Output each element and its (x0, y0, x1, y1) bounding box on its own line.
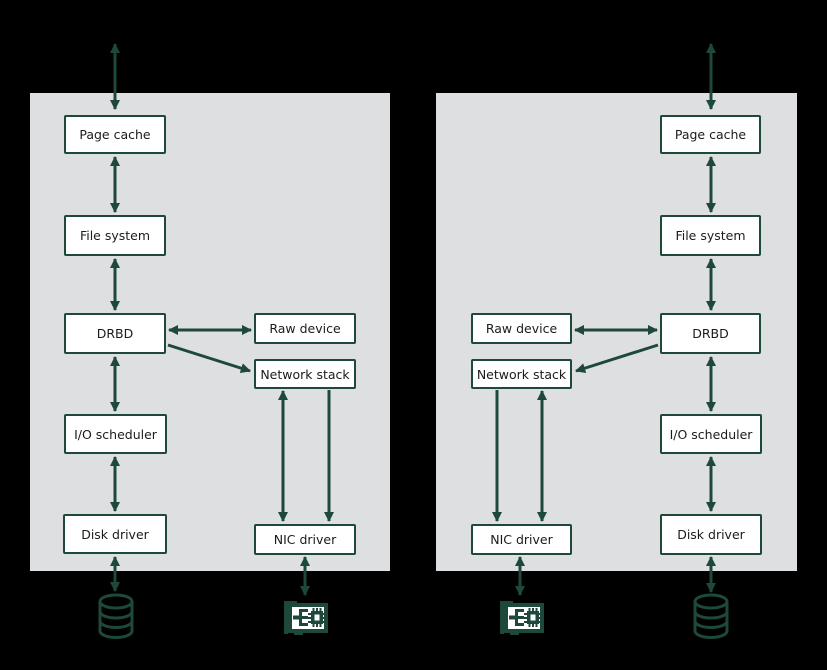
box-left-raw-device: Raw device (254, 313, 356, 344)
box-left-drbd: DRBD (64, 313, 166, 354)
database-icon (98, 593, 134, 639)
database-icon (693, 593, 729, 639)
arrow-left-drbd-networkstack (167, 343, 251, 374)
box-right-drbd: DRBD (660, 313, 761, 354)
box-left-page-cache: Page cache (64, 115, 166, 154)
box-right-io-scheduler: I/O scheduler (660, 414, 762, 454)
box-right-file-system: File system (660, 215, 761, 256)
box-left-network-stack: Network stack (254, 359, 356, 389)
box-right-nic-driver: NIC driver (471, 524, 572, 555)
box-right-disk-driver: Disk driver (660, 514, 762, 555)
box-left-io-scheduler: I/O scheduler (64, 414, 167, 454)
box-right-network-stack: Network stack (471, 359, 572, 389)
box-left-nic-driver: NIC driver (254, 524, 356, 555)
network-card-icon (500, 601, 544, 635)
network-card-icon (284, 601, 328, 635)
box-right-raw-device: Raw device (471, 313, 572, 344)
box-right-page-cache: Page cache (660, 115, 761, 154)
box-left-disk-driver: Disk driver (63, 514, 167, 554)
box-left-file-system: File system (64, 215, 166, 256)
arrow-right-drbd-networkstack (575, 343, 659, 374)
